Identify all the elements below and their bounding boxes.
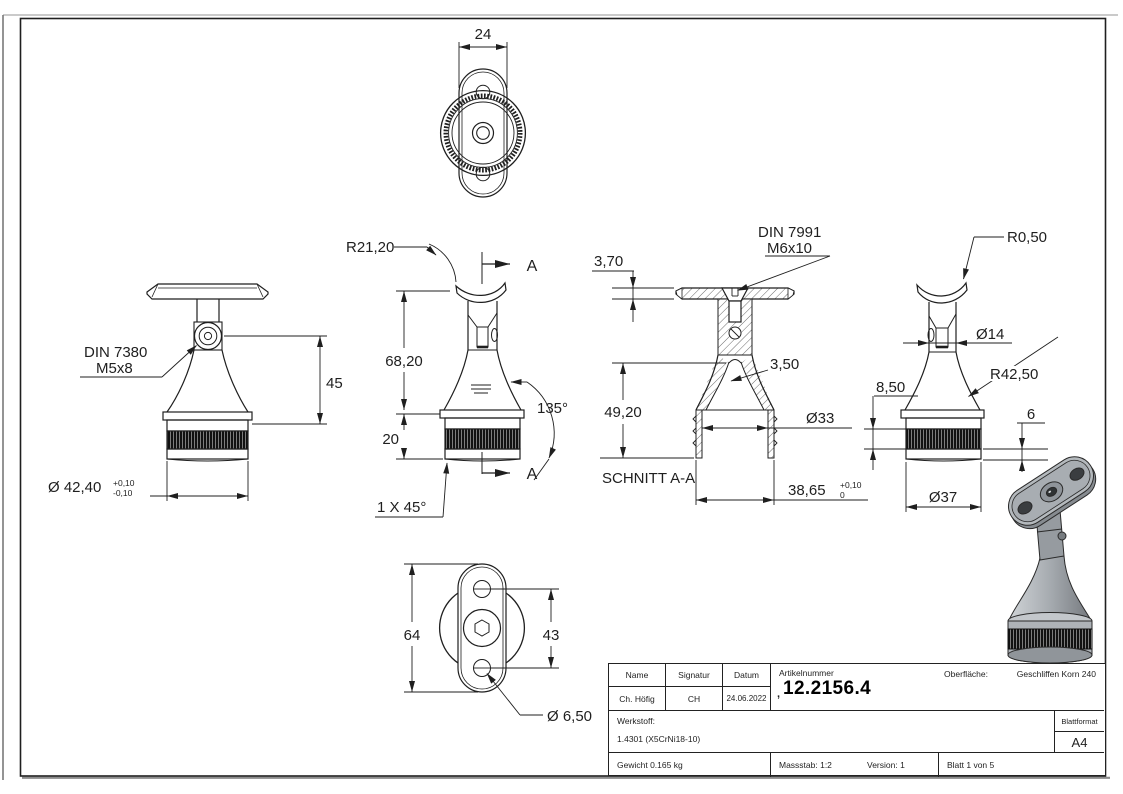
knurl-band-right xyxy=(905,428,982,450)
section-letter-top: A xyxy=(527,258,538,275)
leader-din7380 xyxy=(80,345,197,378)
tb-blattformat-label: Blattformat xyxy=(1055,711,1104,732)
dim-45 xyxy=(224,335,327,425)
dim-20 xyxy=(396,414,443,460)
leader-r050 xyxy=(963,236,1004,280)
tb-oberflaeche-label: Oberfläche: xyxy=(944,669,988,679)
screw-din7991 xyxy=(720,287,750,323)
tb-artikelnummer-value: 12.2156.4 xyxy=(783,678,872,699)
dim-right-lip: 8,50 xyxy=(876,379,905,396)
dim-section-depth: 49,20 xyxy=(604,404,642,421)
dim-right-radius-small: R0,50 xyxy=(1007,229,1047,246)
drawing-border xyxy=(19,17,1107,777)
dim-section-bore: Ø33 xyxy=(806,410,834,427)
dim-front-tol-minus: -0,10 xyxy=(113,488,133,498)
leader-d650 xyxy=(486,673,543,716)
view-section: DIN 7991 M6x10 3,70 3,50 49,20 Ø33 xyxy=(592,224,868,505)
dim-side-total-height: 68,20 xyxy=(385,353,423,370)
knurl-band-front xyxy=(166,430,249,450)
note-din7991: DIN 7991 xyxy=(758,224,821,241)
dim-3865 xyxy=(695,460,868,505)
dim-right-radius-big: R42,50 xyxy=(990,366,1038,383)
view-front: 45 Ø 42,40 +0,10 -0,10 DIN 7380 M5x8 xyxy=(48,283,343,501)
dim-side-chamfer: 1 X 45° xyxy=(377,499,426,516)
leader-chamfer xyxy=(375,462,450,518)
dim-right-neck: Ø14 xyxy=(976,326,1004,343)
tb-name-label: Name xyxy=(609,664,666,687)
dim-section-insert: 38,65 xyxy=(788,482,826,499)
dim-135 xyxy=(510,379,556,481)
dim-section-tol-zero: 0 xyxy=(840,490,845,500)
view-side: A A R21,20 68,20 20 13 xyxy=(346,239,568,518)
section-letter-bottom: A xyxy=(527,466,538,483)
tb-werkstoff-value: 1.4301 (X5CrNi18-10) xyxy=(617,734,701,744)
leader-350 xyxy=(730,369,769,382)
dim-43 xyxy=(491,588,559,669)
knurl-band-side xyxy=(444,428,521,450)
surface-mark xyxy=(471,384,491,394)
knurl-ring xyxy=(443,93,523,173)
tb-blattformat-value: A4 xyxy=(1055,732,1104,753)
tb-massstab-cell: Massstab: 1:2 Version: 1 xyxy=(771,753,939,777)
tb-datum-label: Datum xyxy=(723,664,771,687)
tb-artikelnummer-label: Artikelnummer xyxy=(779,668,834,678)
view-bottom: 64 43 Ø 6,50 xyxy=(404,563,592,725)
barb-notches xyxy=(692,415,778,447)
dim-64 xyxy=(404,563,478,693)
tb-werkstoff-label: Werkstoff: xyxy=(617,716,655,726)
dim-section-wall: 3,50 xyxy=(770,356,799,373)
section-caption: SCHNITT A-A xyxy=(602,470,695,487)
hex-socket xyxy=(474,619,490,637)
tb-blatt: Blatt 1 von 5 xyxy=(947,760,995,770)
dim-side-radius: R21,20 xyxy=(346,239,394,256)
dim-24 xyxy=(458,42,508,88)
iso-knurl xyxy=(1007,628,1093,650)
dim-bottom-length: 64 xyxy=(404,627,421,644)
note-m5x8: M5x8 xyxy=(96,360,133,377)
dim-370 xyxy=(592,270,674,322)
dim-front-tol-plus: +0,10 xyxy=(113,478,135,488)
dim-4920 xyxy=(600,362,726,459)
tb-signatur-value: CH xyxy=(666,687,723,711)
dim-right-rim: 6 xyxy=(1027,406,1035,423)
tb-oberflaeche-value: Geschliffen Korn 240 xyxy=(1016,669,1096,679)
dim-section-tol-plus: +0,10 xyxy=(840,480,862,490)
tb-artikel-cell: Artikelnummer , 12.2156.4 Oberfläche: Ge… xyxy=(771,664,1104,711)
dim-6 xyxy=(983,422,1048,472)
view-right: R0,50 Ø14 R42,50 8,50 6 xyxy=(864,229,1059,512)
dim-top-width: 24 xyxy=(475,26,492,43)
dim-bottom-holes: 43 xyxy=(543,627,560,644)
tb-gewicht: Gewicht 0.165 kg xyxy=(617,760,683,770)
tb-werkstoff-cell: Werkstoff: 1.4301 (X5CrNi18-10) xyxy=(609,711,1055,753)
tb-massstab: Massstab: 1:2 xyxy=(779,760,832,770)
title-block: Name Signatur Datum Ch. Höfig CH 24.06.2… xyxy=(608,663,1106,777)
tb-datum-value: 24.06.2022 xyxy=(723,687,771,711)
view-top: 24 xyxy=(439,26,527,198)
dim-front-height: 45 xyxy=(326,375,343,392)
dim-side-angle: 135° xyxy=(537,400,568,417)
dim-bottom-hole-dia: Ø 6,50 xyxy=(547,708,592,725)
dim-section-plate: 3,70 xyxy=(594,253,623,270)
leader-r2120 xyxy=(394,243,457,283)
tb-name-value: Ch. Höfig xyxy=(609,687,666,711)
dim-d37 xyxy=(905,462,982,512)
dim-front-dia: Ø 42,40 xyxy=(48,479,101,496)
page-frame xyxy=(2,14,1118,780)
note-m6x10: M6x10 xyxy=(767,240,812,257)
iso-saddle-plate xyxy=(1008,456,1097,530)
dim-850 xyxy=(864,395,918,470)
leader-din7991 xyxy=(737,255,831,291)
tb-signatur-label: Signatur xyxy=(666,664,723,687)
dim-right-body: Ø37 xyxy=(929,489,957,506)
tb-artikelnummer-prefix: , xyxy=(777,688,781,700)
dim-d4240 xyxy=(150,461,249,501)
view-isometric xyxy=(1007,456,1097,664)
tb-version: Version: 1 xyxy=(867,760,905,770)
note-din7380: DIN 7380 xyxy=(84,344,147,361)
section-line-a xyxy=(481,252,510,477)
dim-side-base-height: 20 xyxy=(382,431,399,448)
